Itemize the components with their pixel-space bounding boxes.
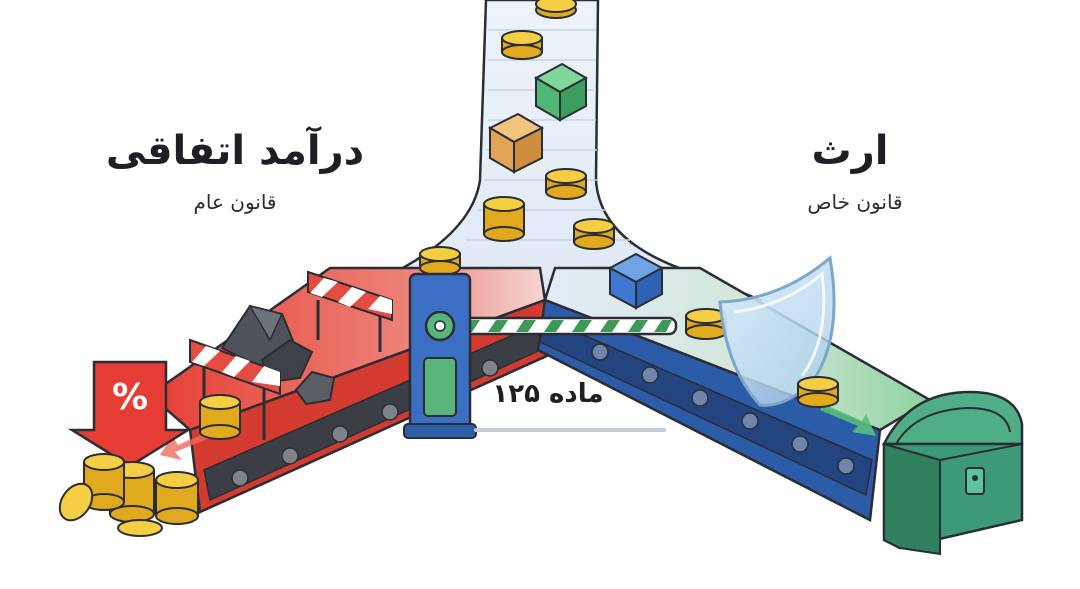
cardboard-box	[487, 112, 545, 174]
coin-stack-center-1	[501, 30, 543, 60]
general-law-title: درآمد اتفاقی	[105, 128, 365, 174]
coin-stack-center-3	[483, 196, 525, 242]
green-box	[533, 62, 589, 122]
coin-pile	[58, 453, 199, 537]
coin-stack-top	[535, 0, 577, 19]
treasure-chest-icon	[881, 390, 1024, 556]
coin-stack-left-belt	[199, 394, 241, 440]
gate-post	[403, 272, 477, 439]
tax-percent-badge	[67, 360, 193, 468]
coin-stack-right-2	[797, 376, 839, 408]
percent-symbol: %	[111, 377, 149, 418]
blue-box	[607, 252, 665, 310]
coin-stack-center-4	[573, 218, 615, 250]
barricade-back	[307, 270, 393, 352]
coin-stack-right-1	[685, 308, 727, 340]
special-law-subtitle: قانون خاص	[807, 190, 903, 214]
shield-icon	[718, 255, 836, 407]
coin-stack-gate	[419, 246, 461, 276]
special-law-title: ارث	[811, 128, 889, 174]
coin-stack-center-2	[545, 168, 587, 200]
article-label: ماده ۱۲۵	[492, 379, 604, 409]
general-law-subtitle: قانون عام	[193, 190, 277, 214]
gate-barrier	[438, 316, 678, 336]
